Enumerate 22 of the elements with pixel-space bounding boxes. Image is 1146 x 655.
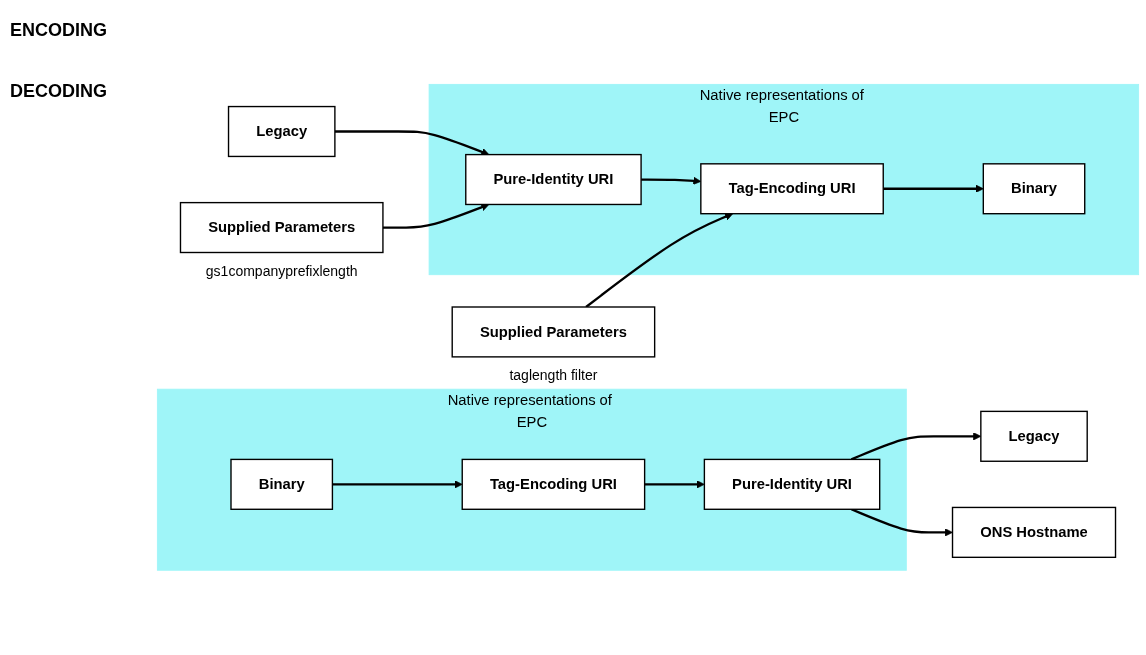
arrow bbox=[334, 130, 490, 156]
node-box: Tag-Encoding URI bbox=[461, 458, 646, 511]
section-heading: DECODING bbox=[10, 81, 108, 102]
node-box: Supplied Parameters bbox=[179, 202, 384, 254]
arrow bbox=[382, 203, 490, 229]
arrow bbox=[585, 212, 734, 309]
arrow bbox=[850, 508, 953, 537]
node-box: Pure-Identity URI bbox=[703, 458, 881, 511]
node-box: Tag-Encoding URI bbox=[700, 163, 884, 215]
section-heading: ENCODING bbox=[10, 20, 108, 41]
node-box: Pure-Identity URI bbox=[465, 154, 642, 206]
node-box: Legacy bbox=[227, 106, 336, 158]
arrow bbox=[332, 480, 463, 489]
node-box: Supplied Parameters bbox=[451, 306, 656, 358]
parameter-note: gs1companyprefixlength bbox=[205, 262, 358, 279]
node-box: Legacy bbox=[980, 410, 1088, 463]
node-box: Binary bbox=[982, 163, 1086, 215]
node-box: Binary bbox=[230, 458, 334, 511]
arrow bbox=[883, 184, 984, 193]
node-box: ONS Hostname bbox=[951, 506, 1117, 559]
arrow bbox=[644, 480, 705, 489]
parameter-note: taglength filter bbox=[509, 367, 598, 384]
